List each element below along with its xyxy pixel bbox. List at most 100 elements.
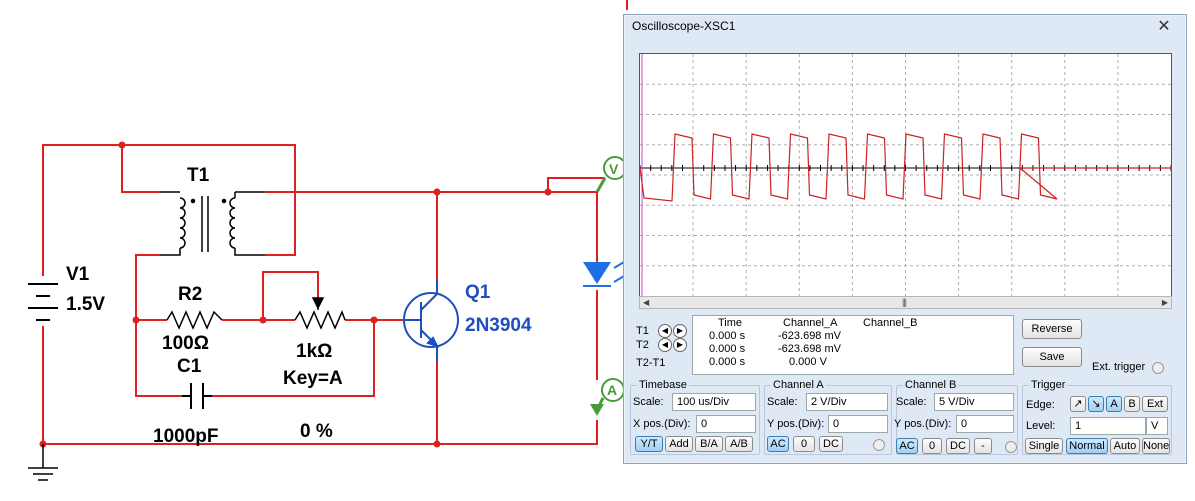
edge-label: Edge:	[1026, 399, 1055, 411]
channel-b-scale-label: Scale:	[896, 396, 927, 408]
close-icon[interactable]: ✕	[1157, 18, 1171, 35]
t2-t1-time: 0.000 s	[709, 356, 746, 368]
channel-b-title: Channel B	[903, 379, 959, 391]
channel-b-dc-button[interactable]: DC	[946, 438, 970, 454]
a-over-b-button[interactable]: A/B	[725, 436, 753, 452]
col-channel-a: Channel_A	[783, 317, 838, 329]
waveform-display	[640, 54, 1171, 296]
x-pos-label: X pos.(Div):	[633, 418, 691, 430]
probe-v-label: V	[609, 161, 619, 177]
horizontal-scrollbar[interactable]: ◀ ||| ▶	[639, 296, 1172, 309]
scroll-right-icon[interactable]: ▶	[1161, 298, 1168, 307]
ext-trigger-terminal[interactable]	[1152, 362, 1164, 374]
q1-transistor	[403, 280, 459, 362]
v1-value: 1.5V	[66, 294, 105, 315]
rising-edge-icon[interactable]: ↗	[1070, 396, 1086, 412]
scroll-left-icon[interactable]: ◀	[643, 298, 650, 307]
trigger-source-b-button[interactable]: B	[1124, 396, 1140, 412]
channel-b-group: Channel B	[896, 379, 1018, 455]
channel-b-ypos-label: Y pos.(Div):	[894, 418, 952, 430]
ext-trigger-label: Ext. trigger	[1092, 361, 1146, 373]
channel-a-zero-button[interactable]: 0	[793, 436, 815, 452]
timebase-group: Timebase	[630, 379, 760, 455]
t2-t1-channel-a: 0.000 V	[789, 356, 827, 368]
col-time: Time	[718, 317, 743, 329]
trigger-title: Trigger	[1029, 379, 1068, 391]
channel-b-ac-button[interactable]: AC	[896, 438, 918, 454]
trigger-none-button[interactable]: None	[1142, 438, 1170, 454]
col-channel-b: Channel_B	[863, 317, 918, 329]
c1-label: C1	[177, 356, 202, 377]
v1-label: V1	[66, 264, 90, 285]
t2-label: T2	[636, 339, 649, 351]
timebase-scale-label: Scale:	[633, 396, 664, 408]
window-title: Oscilloscope-XSC1	[632, 19, 736, 33]
q1-label: Q1	[465, 282, 491, 303]
channel-a-scale-label: Scale:	[767, 396, 798, 408]
trigger-auto-button[interactable]: Auto	[1110, 438, 1140, 454]
trigger-single-button[interactable]: Single	[1025, 438, 1063, 454]
current-probe	[590, 378, 625, 416]
r2-value: 100Ω	[162, 333, 209, 354]
trigger-source-a-button[interactable]: A	[1106, 396, 1122, 412]
t1-right-arrow-icon[interactable]: ▶	[673, 324, 687, 338]
channel-b-ypos-field[interactable]: 0	[956, 415, 1014, 433]
cursor-readout-panel: T1 ◀ ▶ T2 ◀ ▶ T2-T1 Time Channel_A Chann…	[632, 315, 1014, 375]
ground-symbol	[28, 444, 58, 481]
channel-b-terminal[interactable]	[1005, 441, 1017, 453]
channel-a-ac-button[interactable]: AC	[767, 436, 789, 452]
screen-grid	[640, 54, 1171, 296]
x-pos-field[interactable]: 0	[696, 415, 756, 433]
add-mode-button[interactable]: Add	[665, 436, 693, 452]
reverse-button[interactable]: Reverse	[1022, 319, 1082, 339]
oscilloscope-window[interactable]: Oscilloscope-XSC1 ✕ ◀ ||| ▶ T1 ◀ ▶ T2 ◀ …	[623, 14, 1187, 464]
trigger-group: Trigger	[1022, 379, 1172, 455]
c1-capacitor	[182, 383, 212, 409]
channel-b-zero-button[interactable]: 0	[922, 438, 942, 454]
save-button[interactable]: Save	[1022, 347, 1082, 367]
oscilloscope-screen[interactable]	[639, 53, 1172, 297]
t1-label: T1	[636, 325, 649, 337]
pot-percent: 0 %	[300, 421, 333, 442]
scroll-thumb[interactable]: |||	[902, 297, 907, 307]
r2-resistor	[166, 310, 223, 330]
t1-time: 0.000 s	[709, 330, 746, 342]
t2-channel-a: -623.698 mV	[778, 343, 841, 355]
channel-a-dc-button[interactable]: DC	[819, 436, 843, 452]
cursor-readout-table: Time Channel_A Channel_B 0.000 s -623.69…	[692, 315, 1014, 375]
b-over-a-button[interactable]: B/A	[695, 436, 723, 452]
t2-left-arrow-icon[interactable]: ◀	[658, 338, 672, 352]
channel-a-ypos-label: Y pos.(Div):	[767, 418, 825, 430]
channel-b-minus-button[interactable]: -	[974, 438, 992, 454]
pot-key: Key=A	[283, 368, 343, 389]
trigger-level-unit[interactable]: V	[1146, 417, 1168, 435]
wires	[42, 0, 628, 445]
pot-value: 1kΩ	[296, 341, 332, 362]
t1-channel-a: -623.698 mV	[778, 330, 841, 342]
channel-a-waveform	[640, 133, 1171, 202]
trigger-normal-button[interactable]: Normal	[1066, 438, 1108, 454]
channel-b-scale-field[interactable]: 5 V/Div	[934, 393, 1014, 411]
channel-a-title: Channel A	[771, 379, 826, 391]
q1-model: 2N3904	[465, 315, 532, 336]
trigger-level-field[interactable]: 1	[1070, 417, 1146, 435]
channel-a-group: Channel A	[764, 379, 892, 455]
probe-a-label: A	[607, 382, 617, 398]
trigger-source-ext-button[interactable]: Ext	[1142, 396, 1168, 412]
timebase-title: Timebase	[637, 379, 689, 391]
t1-label: T1	[187, 165, 210, 186]
channel-a-scale-field[interactable]: 2 V/Div	[806, 393, 888, 411]
t2-right-arrow-icon[interactable]: ▶	[673, 338, 687, 352]
channel-a-ypos-field[interactable]: 0	[828, 415, 888, 433]
led-symbol	[583, 261, 625, 287]
channel-a-terminal[interactable]	[873, 439, 885, 451]
t2-time: 0.000 s	[709, 343, 746, 355]
timebase-scale-field[interactable]: 100 us/Div	[672, 393, 756, 411]
battery-symbol	[28, 276, 58, 326]
transformer-symbol	[160, 191, 265, 256]
potentiometer-symbol	[294, 297, 346, 330]
yt-mode-button[interactable]: Y/T	[635, 436, 663, 452]
falling-edge-icon[interactable]: ↘	[1088, 396, 1104, 412]
t1-left-arrow-icon[interactable]: ◀	[658, 324, 672, 338]
